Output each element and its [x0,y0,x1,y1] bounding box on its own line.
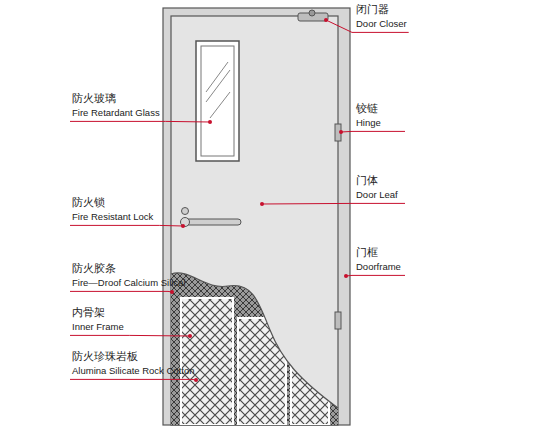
cutaway-edge [171,273,338,408]
leader-line [70,335,190,337]
leader-line [70,379,196,381]
leader-line [70,291,172,293]
leader-dot [194,378,198,382]
leader-dot [339,130,343,134]
glass-reflection [206,62,230,118]
leader-line [262,203,405,205]
part-name-en: Fire—Droof Calcium Silical [72,277,186,288]
leader-dot [324,18,328,22]
part-name-en: Inner Frame [72,321,124,332]
leader-line [346,275,405,277]
doorframe [163,8,350,425]
part-name-zh: 门框 [356,246,378,259]
leader-dot [181,224,185,228]
part-name-zh: 闭门器 [356,3,389,16]
part-name-en: Door Leaf [356,189,398,200]
part-name-en: Hinge [356,117,381,128]
part-name-en: Fire Resistant Lock [72,211,153,222]
cutaway [171,260,338,425]
part-name-zh: 铰链 [356,102,378,115]
part-name-en: Fire Retardant Glass [72,107,160,118]
fire-glass [201,46,234,156]
leader-dot [170,290,174,294]
glass-frame [196,41,239,161]
leader-line [70,225,183,227]
leader-dot [260,202,264,206]
part-name-zh: 内骨架 [72,306,105,319]
lock-cylinder [182,208,189,215]
leader-dot [188,334,192,338]
door-leaf [171,16,338,425]
hinge [335,312,341,329]
leader-dot [344,274,348,278]
part-name-en: Alumina Silicate Rock Cotton [72,365,195,376]
leader-dot [208,120,212,124]
part-name-zh: 防火珍珠岩板 [72,350,138,363]
part-name-en: Doorframe [356,261,401,272]
part-name-zh: 防火玻璃 [72,92,116,105]
part-name-en: Door Closer [356,18,407,29]
leader-line [341,131,405,133]
leader-line [70,121,210,123]
part-name-zh: 门体 [356,174,378,187]
closer-pivot [309,10,315,16]
part-name-zh: 防火胶条 [72,262,116,275]
part-name-zh: 防火锁 [72,196,105,209]
